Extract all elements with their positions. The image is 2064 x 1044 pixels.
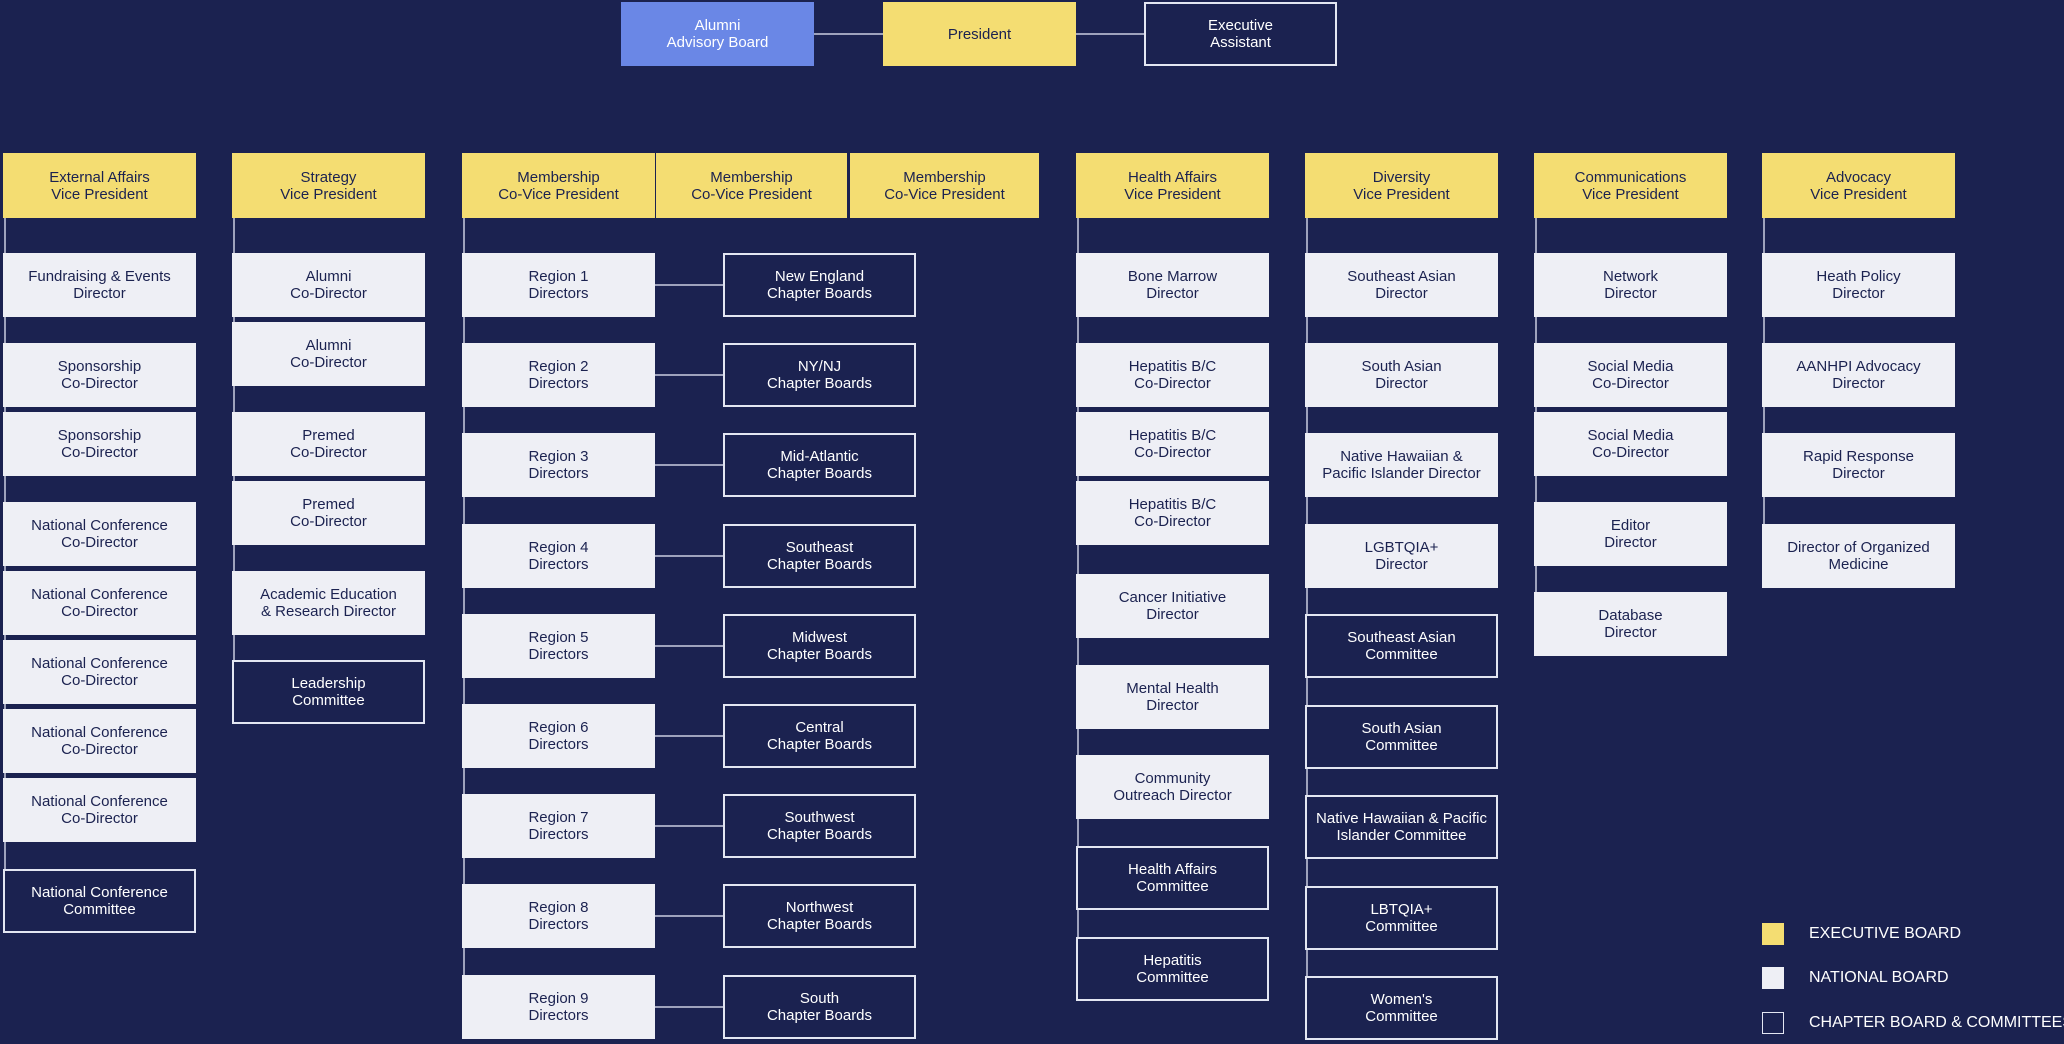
- director-box: Database Director: [1534, 592, 1727, 656]
- vp-head-box: Strategy Vice President: [232, 153, 425, 218]
- region-directors-box: Region 8 Directors: [462, 884, 655, 948]
- director-box: Premed Co-Director: [232, 412, 425, 476]
- vp-head-box: External Affairs Vice President: [3, 153, 196, 218]
- director-box: Alumni Co-Director: [232, 322, 425, 386]
- legend-label-nat: NATIONAL BOARD: [1809, 969, 1949, 986]
- director-box: National Conference Co-Director: [3, 778, 196, 842]
- director-box: National Conference Co-Director: [3, 571, 196, 635]
- director-box: National Conference Co-Director: [3, 709, 196, 773]
- director-box: Network Director: [1534, 253, 1727, 317]
- committee-box: Native Hawaiian & Pacific Islander Commi…: [1305, 795, 1498, 859]
- chapter-boards-box: Midwest Chapter Boards: [723, 614, 916, 678]
- committee-box: South Asian Committee: [1305, 705, 1498, 769]
- director-box: Hepatitis B/C Co-Director: [1076, 343, 1269, 407]
- committee-box: Health Affairs Committee: [1076, 846, 1269, 910]
- region-directors-box: Region 5 Directors: [462, 614, 655, 678]
- director-box: Fundraising & Events Director: [3, 253, 196, 317]
- committee-box: National Conference Committee: [3, 869, 196, 933]
- director-box: Cancer Initiative Director: [1076, 574, 1269, 638]
- chapter-boards-box: South Chapter Boards: [723, 975, 916, 1039]
- director-box: Rapid Response Director: [1762, 433, 1955, 497]
- region-directors-box: Region 1 Directors: [462, 253, 655, 317]
- director-box: Hepatitis B/C Co-Director: [1076, 481, 1269, 545]
- alumni-advisory-board-box: Alumni Advisory Board: [621, 2, 814, 66]
- director-box: Academic Education & Research Director: [232, 571, 425, 635]
- legend-swatch-exec: [1762, 923, 1784, 945]
- committee-box: Southeast Asian Committee: [1305, 614, 1498, 678]
- chapter-boards-box: Northwest Chapter Boards: [723, 884, 916, 948]
- director-box: Community Outreach Director: [1076, 755, 1269, 819]
- membership-co-vp-head-box: Membership Co-Vice President: [850, 153, 1039, 218]
- director-box: Bone Marrow Director: [1076, 253, 1269, 317]
- membership-co-vp-head-box: Membership Co-Vice President: [462, 153, 655, 218]
- director-box: Sponsorship Co-Director: [3, 343, 196, 407]
- director-box: Premed Co-Director: [232, 481, 425, 545]
- chapter-boards-box: Southwest Chapter Boards: [723, 794, 916, 858]
- executive-assistant-box: Executive Assistant: [1144, 2, 1337, 66]
- chapter-boards-box: Southeast Chapter Boards: [723, 524, 916, 588]
- chapter-boards-box: Mid-Atlantic Chapter Boards: [723, 433, 916, 497]
- region-directors-box: Region 3 Directors: [462, 433, 655, 497]
- region-directors-box: Region 4 Directors: [462, 524, 655, 588]
- director-box: Social Media Co-Director: [1534, 343, 1727, 407]
- committee-box: LBTQIA+ Committee: [1305, 886, 1498, 950]
- director-box: Hepatitis B/C Co-Director: [1076, 412, 1269, 476]
- legend-label-exec: EXECUTIVE BOARD: [1809, 925, 1962, 942]
- committee-box: Women's Committee: [1305, 976, 1498, 1040]
- legend-swatch-nat: [1762, 967, 1784, 989]
- chapter-boards-box: NY/NJ Chapter Boards: [723, 343, 916, 407]
- director-box: Editor Director: [1534, 502, 1727, 566]
- chapter-boards-box: New England Chapter Boards: [723, 253, 916, 317]
- vp-head-box: Health Affairs Vice President: [1076, 153, 1269, 218]
- director-box: National Conference Co-Director: [3, 502, 196, 566]
- committee-box: Leadership Committee: [232, 660, 425, 724]
- director-box: Sponsorship Co-Director: [3, 412, 196, 476]
- director-box: Director of Organized Medicine: [1762, 524, 1955, 588]
- membership-co-vp-head-box: Membership Co-Vice President: [656, 153, 847, 218]
- director-box: Heath Policy Director: [1762, 253, 1955, 317]
- president-box: President: [883, 2, 1076, 66]
- director-box: AANHPI Advocacy Director: [1762, 343, 1955, 407]
- legend-label-chap: CHAPTER BOARD & COMMITTEES: [1809, 1014, 2064, 1031]
- legend-swatch-chap: [1762, 1012, 1784, 1034]
- vp-head-box: Communications Vice President: [1534, 153, 1727, 218]
- director-box: Mental Health Director: [1076, 665, 1269, 729]
- director-box: Social Media Co-Director: [1534, 412, 1727, 476]
- region-directors-box: Region 2 Directors: [462, 343, 655, 407]
- director-box: South Asian Director: [1305, 343, 1498, 407]
- director-box: Southeast Asian Director: [1305, 253, 1498, 317]
- committee-box: Hepatitis Committee: [1076, 937, 1269, 1001]
- director-box: National Conference Co-Director: [3, 640, 196, 704]
- director-box: Native Hawaiian & Pacific Islander Direc…: [1305, 433, 1498, 497]
- region-directors-box: Region 9 Directors: [462, 975, 655, 1039]
- vp-head-box: Advocacy Vice President: [1762, 153, 1955, 218]
- director-box: LGBTQIA+ Director: [1305, 524, 1498, 588]
- chapter-boards-box: Central Chapter Boards: [723, 704, 916, 768]
- region-directors-box: Region 6 Directors: [462, 704, 655, 768]
- vp-head-box: Diversity Vice President: [1305, 153, 1498, 218]
- director-box: Alumni Co-Director: [232, 253, 425, 317]
- region-directors-box: Region 7 Directors: [462, 794, 655, 858]
